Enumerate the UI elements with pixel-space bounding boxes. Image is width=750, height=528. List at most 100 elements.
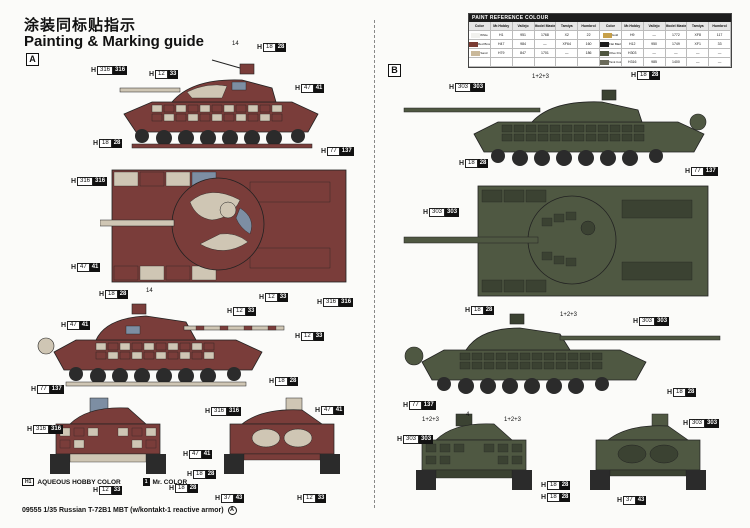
paint-table-cell: — <box>665 49 688 58</box>
mr-color-label: Mr. COLOR <box>152 478 188 486</box>
paint-table-cell: 33 <box>709 40 731 49</box>
paint-table-cell: — <box>687 58 710 67</box>
legend-aqueous: H1 AQUEOUS HOBBY COLOR <box>22 478 121 486</box>
paint-table-cell: — <box>643 31 666 40</box>
paint-table-cell: — <box>709 58 731 67</box>
paint-table-cell <box>534 58 557 67</box>
paint-table-heading: PAINT REFERENCE COLOUR <box>469 14 731 22</box>
paint-table-cell: 847 <box>512 49 535 58</box>
paint-table-cell: 1701 <box>534 49 557 58</box>
color-swatch <box>600 41 609 47</box>
paint-table-cell: Flat Black <box>600 40 622 49</box>
paint-table-cell <box>490 58 513 67</box>
paint-table-cell: X2 <box>556 31 579 40</box>
paint-table-cell: Sand <box>469 49 491 58</box>
scheme-b-side-view-left <box>403 89 707 166</box>
footer-badge: A <box>227 506 237 515</box>
mr-color-tag: 1 <box>142 478 150 486</box>
paint-table-cell: 1400 <box>665 58 688 67</box>
paint-table-header-cell: Humbrol <box>578 22 600 31</box>
section-a-badge: A <box>26 53 39 66</box>
paint-table-cell: 117 <box>709 31 731 40</box>
paint-table-cell: H47 <box>490 40 513 49</box>
paint-table-cell: XF1 <box>687 40 710 49</box>
aqueous-label: AQUEOUS HOBBY COLOR <box>37 478 121 486</box>
paint-table-header-cell: Vallejo <box>512 22 535 31</box>
scheme-a-top-view <box>100 169 347 283</box>
scheme-b-front-view <box>416 413 532 490</box>
paint-table-cell: H79 <box>490 49 513 58</box>
paint-table-header-cell: Vallejo <box>643 22 666 31</box>
paint-table-cell: H12 <box>621 40 644 49</box>
marking-number: 14 <box>232 41 239 47</box>
paint-table-header-cell: Model Master <box>534 22 557 31</box>
paint-table-cell: 984 <box>512 40 535 49</box>
scheme-a-rear-view <box>224 397 340 474</box>
scheme-a-side-view-left <box>119 59 319 149</box>
paint-table-cell: — <box>556 49 579 58</box>
scheme-b-side-view-right <box>404 313 721 394</box>
paint-table-cell: Gold <box>600 31 622 40</box>
footer-text: 09555 1/35 Russian T-72B1 MBT (w/kontakt… <box>22 507 224 514</box>
footer-caption: 09555 1/35 Russian T-72B1 MBT (w/kontakt… <box>22 506 237 515</box>
color-name: Olive Drab <box>609 51 622 55</box>
color-name: Flat Black <box>609 42 622 46</box>
paint-table-cell: 186 <box>578 49 600 58</box>
paint-table-cell: XF8 <box>687 31 710 40</box>
scheme-a-front-view <box>50 397 166 474</box>
paint-table-header-cell: Color <box>469 22 491 31</box>
paint-table-cell <box>469 58 491 67</box>
marking-number: 1+2+3 <box>504 417 522 423</box>
scheme-a-side-view-right <box>37 303 285 387</box>
paint-table-header-cell: Tamiya <box>556 22 579 31</box>
paint-table-header-cell: Humbrol <box>709 22 731 31</box>
paint-table-cell: — <box>534 40 557 49</box>
marking-number: 1+2+3 <box>560 312 578 318</box>
marking-number: 1+2+3 <box>422 417 440 423</box>
color-swatch <box>600 50 609 56</box>
color-name: Gold <box>611 33 619 37</box>
paint-table-cell: — <box>643 49 666 58</box>
paint-table-cell: H1 <box>490 31 513 40</box>
color-name: Tank Color <box>609 60 621 64</box>
paint-table-header-cell: Model Master <box>665 22 688 31</box>
paint-table-cell: 1749 <box>665 40 688 49</box>
paint-table-header-cell: Mr.Hobby <box>621 22 644 31</box>
paint-table-cell: H9 <box>621 31 644 40</box>
color-swatch <box>600 59 609 65</box>
paint-table-cell: 1768 <box>534 31 557 40</box>
legend-mr-color: 1 Mr. COLOR <box>142 478 188 486</box>
